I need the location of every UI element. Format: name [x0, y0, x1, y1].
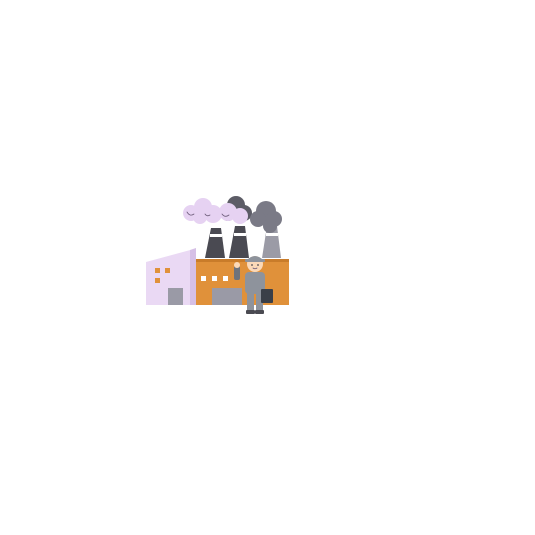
toolbox-icon — [261, 289, 273, 303]
left-building — [146, 248, 196, 305]
window — [212, 276, 217, 281]
main-building — [196, 259, 289, 305]
chimneys — [205, 226, 281, 258]
window — [165, 268, 170, 273]
window — [201, 276, 206, 281]
window — [155, 268, 160, 273]
chimney-middle-icon — [229, 226, 249, 258]
chimney-left-icon — [205, 228, 225, 258]
window — [223, 276, 228, 281]
worker-icon — [234, 256, 273, 314]
window — [155, 278, 160, 283]
shutter-door — [212, 288, 242, 305]
chimney-right-icon — [262, 226, 281, 258]
light-smoke-icon — [183, 198, 248, 224]
door — [168, 288, 183, 305]
